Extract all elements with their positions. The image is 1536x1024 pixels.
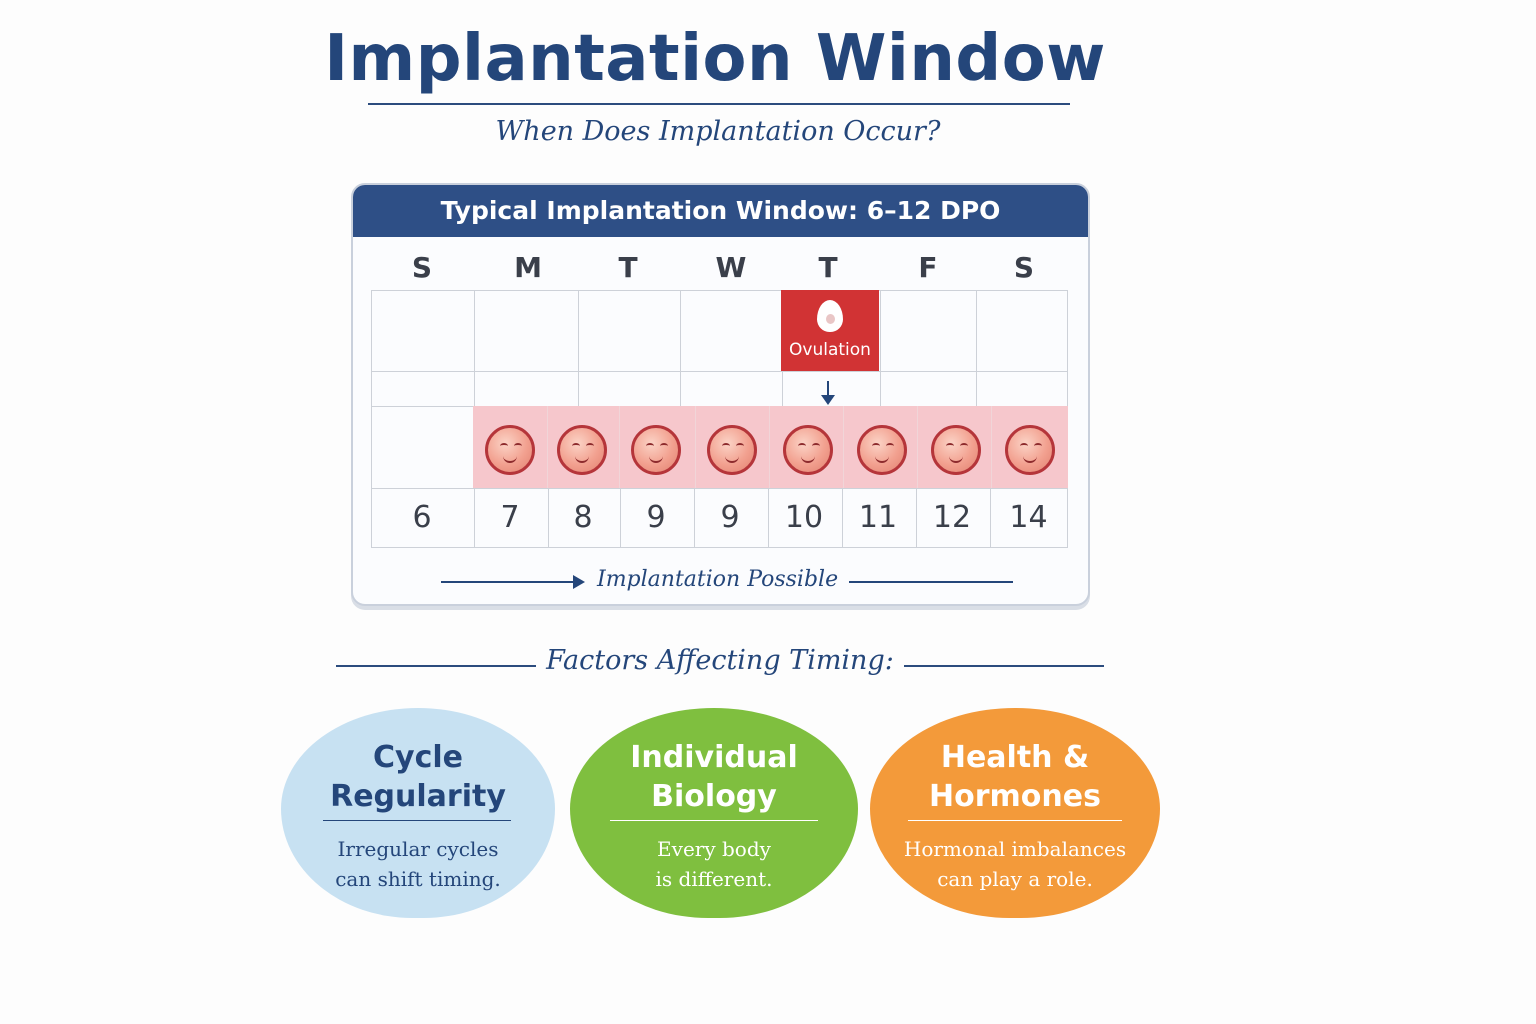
- implantation-possible-label: Implantation Possible: [597, 567, 839, 592]
- factor-title-line: Individual: [630, 740, 798, 775]
- dpo-number: 11: [858, 500, 898, 535]
- factor-text-line: can shift timing.: [335, 867, 501, 891]
- calendar-row-2: [371, 371, 1068, 407]
- calendar-row-1: [371, 290, 1068, 372]
- weekday-sun: S: [411, 251, 433, 284]
- embryo-face-icon: [707, 425, 757, 475]
- factor-description: Hormonal imbalances can play a role.: [870, 834, 1160, 894]
- down-arrow-icon: [821, 381, 835, 405]
- embryo-face-icon: [931, 425, 981, 475]
- factor-bubble-cycle-regularity: Cycle Regularity Irregular cycles can sh…: [281, 708, 555, 918]
- factor-description: Irregular cycles can shift timing.: [281, 834, 555, 894]
- embryo-face-icon: [1005, 425, 1055, 475]
- weekday-thu: T: [818, 251, 838, 284]
- factor-bubble-individual-biology: Individual Biology Every body is differe…: [570, 708, 858, 918]
- factor-text-line: is different.: [655, 867, 773, 891]
- factor-text-line: can play a role.: [937, 867, 1093, 891]
- factor-title-line: Hormones: [929, 779, 1101, 814]
- implantation-possible-indicator: Implantation Possible: [353, 567, 1088, 597]
- dpo-number: 6: [412, 500, 432, 535]
- dpo-number: 8: [573, 500, 593, 535]
- factor-title-line: Health &: [940, 740, 1090, 775]
- factor-title: Individual Biology: [570, 738, 858, 816]
- factor-text-line: Hormonal imbalances: [903, 837, 1127, 861]
- title-underline: [368, 103, 1070, 105]
- right-arrow-icon: [441, 575, 585, 589]
- ovulation-label: Ovulation: [789, 340, 871, 360]
- factor-divider: [610, 820, 818, 821]
- page-subtitle: When Does Implantation Occur?: [495, 116, 941, 147]
- dpo-number: 14: [1009, 500, 1048, 535]
- embryo-face-icon: [783, 425, 833, 475]
- dpo-number: 9: [646, 500, 666, 535]
- calendar-card: Typical Implantation Window: 6–12 DPO S …: [351, 183, 1090, 606]
- factor-divider: [908, 820, 1122, 821]
- factors-title: Factors Affecting Timing:: [546, 645, 894, 676]
- factor-bubble-health-hormones: Health & Hormones Hormonal imbalances ca…: [870, 708, 1160, 918]
- dpo-number-row: [371, 488, 1068, 548]
- factor-divider: [323, 820, 511, 821]
- embryo-face-icon: [857, 425, 907, 475]
- egg-icon: [817, 300, 843, 332]
- dpo-number: 7: [500, 500, 520, 535]
- weekday-wed: W: [715, 251, 747, 284]
- embryo-face-icon: [631, 425, 681, 475]
- weekday-fri: F: [918, 251, 938, 284]
- factor-title-line: Biology: [651, 779, 777, 814]
- divider: [849, 581, 1013, 583]
- embryo-face-icon: [557, 425, 607, 475]
- factor-title-line: Regularity: [330, 779, 506, 814]
- page-title: Implantation Window: [324, 22, 1106, 96]
- dpo-number: 10: [784, 500, 824, 535]
- calendar-header: Typical Implantation Window: 6–12 DPO: [353, 185, 1088, 237]
- factor-title: Health & Hormones: [870, 738, 1160, 816]
- factor-text-line: Irregular cycles: [337, 837, 499, 861]
- divider: [336, 665, 536, 667]
- embryo-face-icon: [485, 425, 535, 475]
- weekday-mon: M: [514, 251, 542, 284]
- factor-description: Every body is different.: [570, 834, 858, 894]
- weekday-sat: S: [1013, 251, 1035, 284]
- divider: [904, 665, 1104, 667]
- dpo-number: 12: [932, 500, 972, 535]
- factor-text-line: Every body: [657, 837, 771, 861]
- factor-title: Cycle Regularity: [281, 738, 555, 816]
- factor-title-line: Cycle: [373, 740, 463, 775]
- implantation-band: [473, 406, 1068, 488]
- dpo-number: 9: [720, 500, 740, 535]
- ovulation-marker: Ovulation: [781, 290, 879, 371]
- weekday-tue: T: [618, 251, 638, 284]
